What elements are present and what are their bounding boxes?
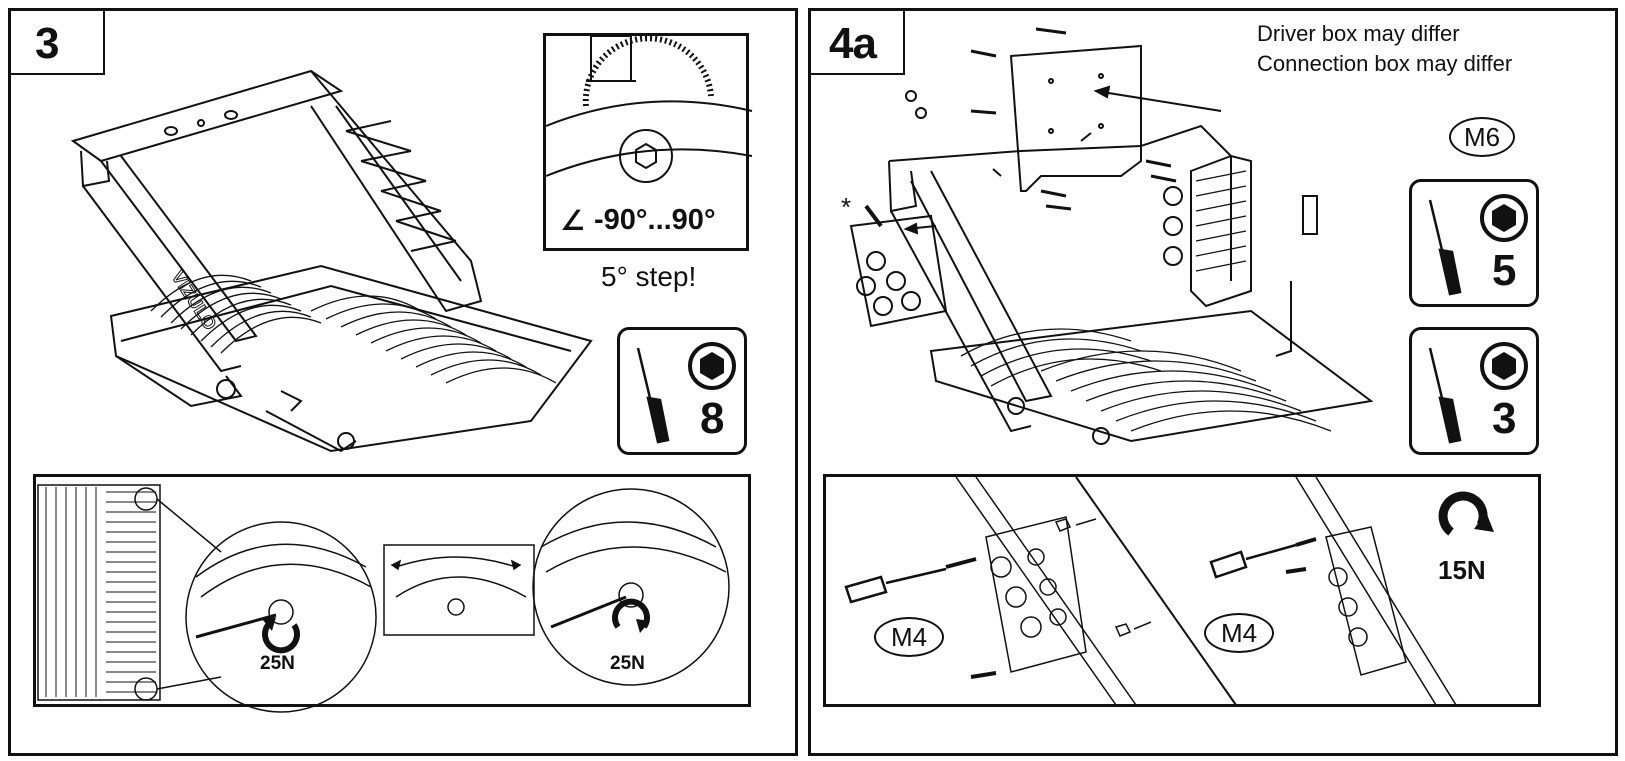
bolt-size-m6: M6	[1449, 117, 1515, 157]
panel-step-3: 3	[8, 8, 798, 756]
tightening-detail-illustration	[37, 484, 730, 713]
bolt-size-m4-right: M4	[1204, 613, 1274, 653]
hex-size-3: 3	[1492, 394, 1517, 443]
tool-box-hex-3: 3	[1409, 327, 1539, 455]
hex-socket-icon	[1480, 194, 1528, 242]
step-number-frame	[11, 11, 105, 75]
tightening-detail-box: 25N 25N	[33, 474, 751, 713]
bolt-size-m4-left: M4	[874, 617, 944, 657]
screwdriver-icon	[1428, 199, 1462, 296]
tool-box-hex-5: 5	[1409, 179, 1539, 307]
torque-right: 25N	[610, 653, 645, 674]
asterisk-mark: *	[841, 192, 851, 222]
angle-icon: ∠	[560, 205, 586, 236]
connection-box-detail-illustration	[844, 476, 1494, 706]
hinge-detail-illustration	[545, 35, 753, 183]
rotate-cw-icon	[1438, 491, 1488, 536]
connection-box-detail: M4 M4 15N	[823, 474, 1541, 707]
rotate-cw-icon	[612, 598, 650, 629]
torque-left: 25N	[260, 653, 295, 674]
note-connection-box: Connection box may differ	[1257, 51, 1513, 76]
panel-step-4a: 4a Driver box may differ Connection box …	[808, 8, 1618, 756]
step-note: 5° step!	[601, 261, 697, 292]
step-number: 4a	[829, 19, 877, 68]
angle-range: -90°...90°	[594, 204, 716, 236]
angle-inset: ∠ -90°...90°	[543, 33, 753, 251]
screwdriver-icon	[636, 347, 670, 444]
hex-size: 8	[700, 394, 725, 443]
tool-box-hex-8: 8	[617, 327, 747, 455]
hex-socket-icon	[688, 342, 736, 390]
note-driver-box: Driver box may differ	[1257, 21, 1460, 46]
screwdriver-icon	[1428, 347, 1462, 444]
floodlight-illustration: VIZULO	[70, 69, 593, 453]
step-number: 3	[35, 19, 60, 68]
step-number-frame	[811, 11, 905, 75]
hex-socket-icon	[1480, 342, 1528, 390]
torque-value: 15N	[1438, 555, 1486, 585]
rotate-ccw-icon	[262, 623, 300, 654]
hex-size-5: 5	[1492, 246, 1517, 295]
driver-mount-illustration: *	[841, 27, 1374, 445]
